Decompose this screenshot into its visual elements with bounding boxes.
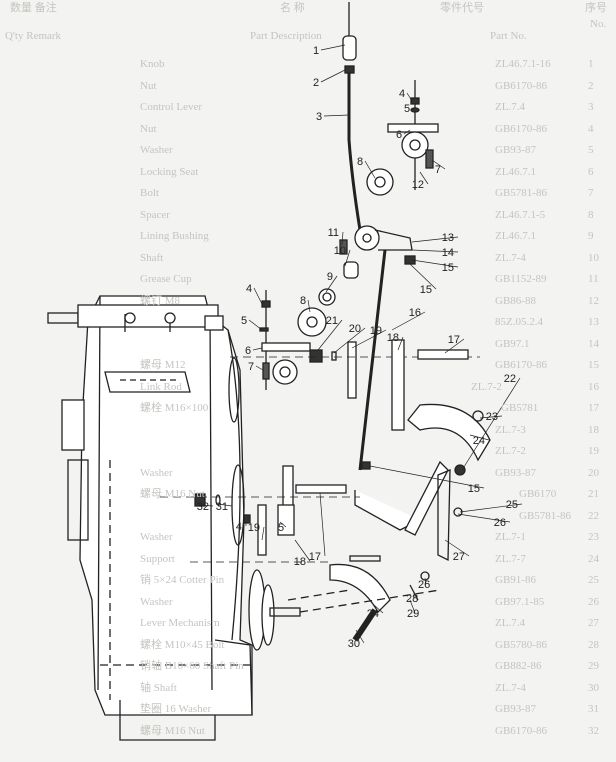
leader-line [409, 263, 437, 290]
leader-line [397, 336, 404, 351]
link-rod-assembly [160, 249, 491, 642]
leader-line [419, 171, 429, 185]
callout-15: 15 [442, 262, 454, 274]
control-lever [342, 2, 413, 251]
callout-11: 11 [328, 227, 339, 239]
callout-18: 18 [387, 332, 399, 344]
callout-13: 13 [442, 232, 454, 244]
leader-line [253, 287, 263, 305]
leader-line [411, 249, 459, 253]
leader-line [198, 504, 214, 507]
callout-18: 18 [294, 556, 306, 568]
leader-line [279, 521, 287, 528]
leader-line [469, 434, 490, 441]
callout-5: 5 [241, 315, 247, 327]
callout-7: 7 [435, 164, 441, 176]
leader-line [444, 539, 470, 557]
callout-17: 17 [448, 334, 460, 346]
callout-4: 4 [236, 521, 242, 533]
callout-14: 14 [442, 247, 454, 259]
leader-line [461, 377, 521, 471]
gearbox-housing [47, 295, 301, 741]
callout-20: 20 [349, 323, 361, 335]
leader-line [217, 503, 233, 507]
leader-line [294, 539, 311, 562]
callout-8: 8 [300, 295, 306, 307]
leader-line [369, 465, 485, 489]
leader-line [411, 107, 414, 111]
leader-line [409, 599, 416, 614]
leader-line [248, 319, 263, 331]
leader-line [479, 415, 503, 419]
leader-line [403, 129, 411, 135]
callout-16: 16 [409, 307, 421, 319]
callout-32: 32 [197, 501, 209, 513]
leader-line [319, 492, 326, 557]
leader-line [373, 604, 384, 614]
callout-6: 6 [396, 129, 402, 141]
callout-12: 12 [412, 179, 424, 191]
leader-line [320, 69, 346, 83]
leader-line [355, 629, 365, 644]
callout-8: 8 [357, 156, 363, 168]
callout-30: 30 [348, 638, 360, 650]
callout-7: 7 [248, 361, 254, 373]
leader-line [341, 231, 344, 246]
leader-line [325, 275, 338, 293]
callout-10: 10 [334, 245, 346, 257]
callout-23: 23 [486, 411, 498, 423]
callout-21: 21 [326, 315, 338, 327]
callout-28: 28 [406, 593, 418, 605]
callout-26: 26 [418, 579, 430, 591]
callout-19: 19 [248, 522, 260, 534]
callout-24: 24 [367, 608, 379, 620]
callout-31: 31 [216, 501, 228, 513]
callout-4: 4 [399, 88, 405, 100]
leader-line [411, 259, 459, 268]
leader-line [333, 327, 366, 354]
callout-26: 26 [494, 517, 506, 529]
callout-15: 15 [420, 284, 432, 296]
leader-line [391, 311, 426, 331]
leader-line [351, 329, 387, 349]
leader-line [344, 249, 351, 267]
leader-line [459, 503, 523, 513]
callout-1: 1 [313, 45, 319, 57]
leader-line [457, 513, 511, 523]
leader-line [431, 159, 446, 170]
callout-25: 25 [506, 499, 518, 511]
callout-5: 5 [278, 522, 284, 534]
callout-19: 19 [370, 325, 382, 337]
callout-5: 5 [404, 103, 410, 115]
leader-line [444, 338, 465, 354]
callout-22: 22 [504, 373, 516, 385]
callout-4: 4 [246, 283, 252, 295]
callout-6: 6 [245, 345, 251, 357]
leader-line [252, 347, 263, 351]
leader-line [261, 526, 265, 541]
leader-line [307, 299, 311, 313]
leader-line [406, 92, 413, 102]
locking-seat-lower [230, 290, 480, 399]
leader-line [255, 365, 264, 371]
callout-9: 9 [327, 271, 333, 283]
callout-27: 27 [453, 551, 465, 563]
callout-3: 3 [316, 111, 322, 123]
callout-17: 17 [309, 551, 321, 563]
callout-29: 29 [407, 608, 419, 620]
leader-line [320, 44, 346, 51]
leader-line [323, 114, 350, 117]
callout-24: 24 [473, 435, 485, 447]
locking-seat-upper [318, 80, 439, 306]
leader-line [411, 236, 459, 243]
leader-line [364, 160, 376, 179]
callout-2: 2 [313, 77, 319, 89]
callout-15: 15 [468, 483, 480, 495]
leader-line [317, 319, 343, 351]
leader-line [424, 577, 427, 585]
